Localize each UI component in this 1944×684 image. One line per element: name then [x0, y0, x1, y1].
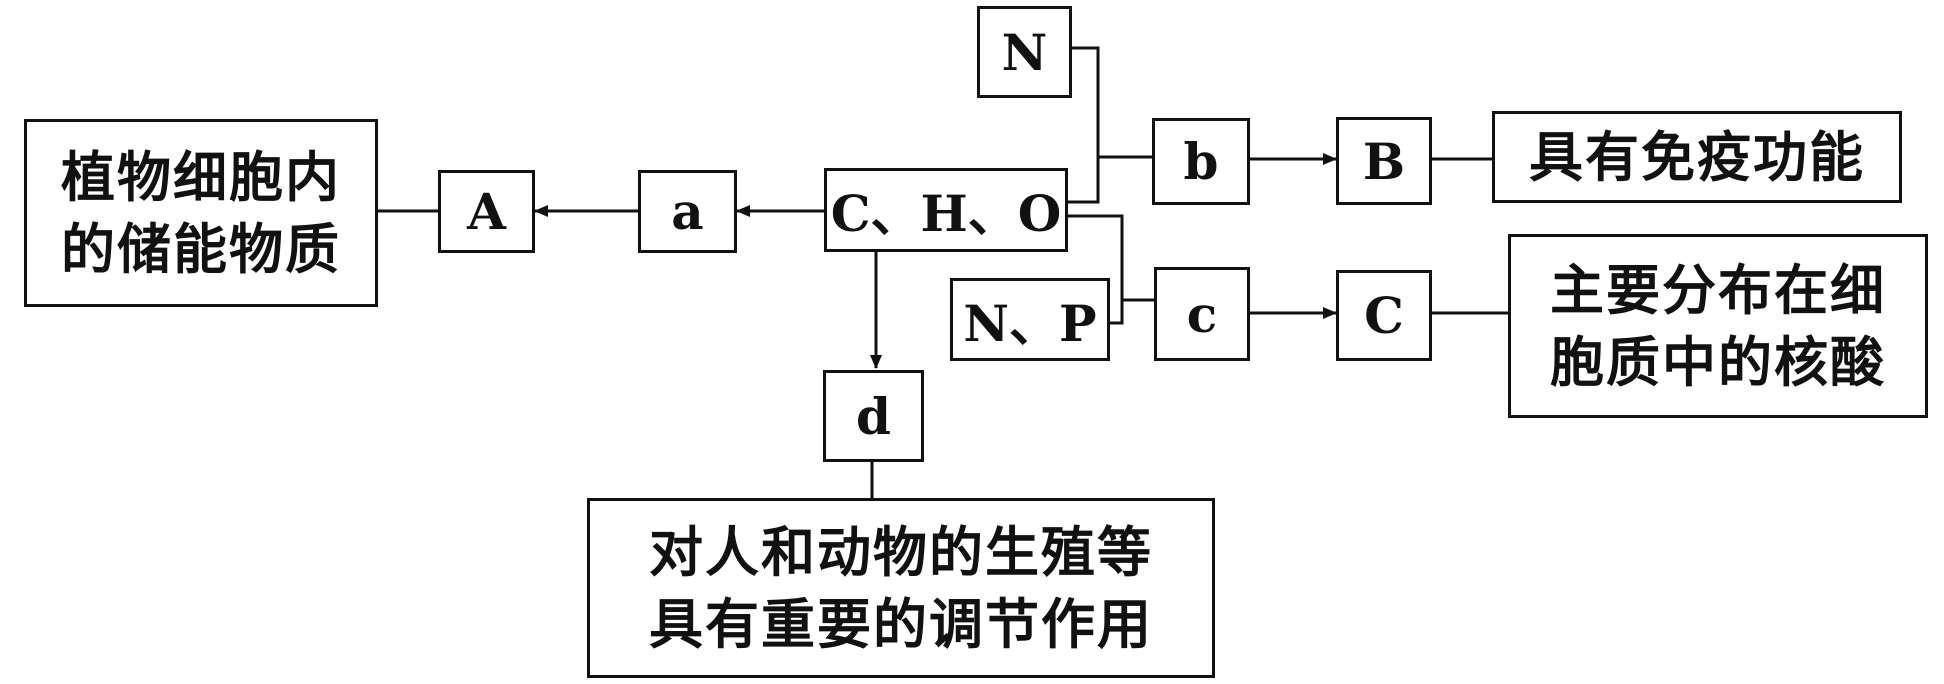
plant-storage-line-2: 的储能物质 — [61, 217, 341, 281]
node-A-label: A — [467, 182, 506, 241]
node-B: B — [1336, 117, 1432, 205]
node-cyto-nucleic: 主要分布在细 胞质中的核酸 — [1508, 234, 1928, 418]
bracket-CHO-N-to-b — [1068, 46, 1100, 204]
regulation-line-1: 对人和动物的生殖等 — [649, 520, 1153, 584]
bracket-CHO-NP-to-c — [1068, 214, 1124, 325]
node-N: N — [977, 6, 1072, 98]
node-C-label: C — [1364, 286, 1404, 345]
node-NP-label: N、P — [963, 293, 1097, 353]
node-CHO: C、H、O — [824, 168, 1068, 252]
node-regulation: 对人和动物的生殖等 具有重要的调节作用 — [587, 498, 1215, 678]
node-B-label: B — [1362, 131, 1406, 191]
node-plant-storage: 植物细胞内 的储能物质 — [24, 119, 378, 307]
node-A: A — [438, 170, 535, 253]
plant-storage-line-1: 植物细胞内 — [61, 145, 341, 209]
node-c-label: c — [1186, 284, 1218, 344]
node-N-label: N — [1001, 22, 1048, 82]
node-b-label: b — [1183, 132, 1219, 191]
node-d-label: d — [856, 386, 891, 446]
node-b: b — [1152, 118, 1250, 205]
node-c: c — [1154, 267, 1250, 361]
node-immune: 具有免疫功能 — [1492, 111, 1902, 203]
cyto-nucleic-line-2: 胞质中的核酸 — [1550, 330, 1886, 394]
regulation-line-2: 具有重要的调节作用 — [649, 592, 1153, 656]
node-a-label: a — [671, 182, 704, 241]
node-a: a — [638, 170, 737, 253]
immune-line-1: 具有免疫功能 — [1529, 125, 1865, 189]
node-C: C — [1336, 270, 1432, 361]
cyto-nucleic-line-1: 主要分布在细 — [1550, 258, 1886, 322]
node-CHO-label: C、H、O — [830, 184, 1062, 243]
node-d: d — [823, 370, 924, 462]
node-NP: N、P — [950, 278, 1110, 361]
